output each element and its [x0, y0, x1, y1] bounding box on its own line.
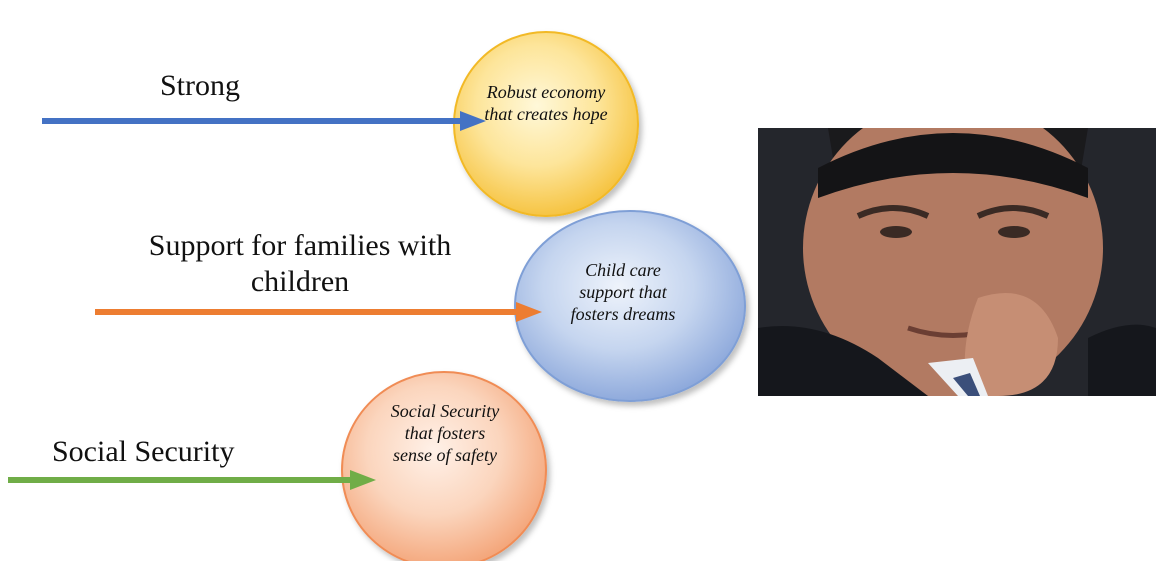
portrait-photo	[758, 128, 1156, 396]
childcare-circle	[514, 210, 746, 402]
families-label: Support for families with children	[148, 229, 452, 298]
economy-circle-text: Robust economy that creates hope	[484, 82, 608, 124]
social-arrow-head	[350, 470, 376, 490]
portrait-illustration	[758, 128, 1156, 396]
social-security-label: Social Security	[52, 435, 235, 468]
social-circle-text: Social Security that fosters sense of sa…	[390, 401, 500, 465]
strong-arrow-head	[460, 111, 486, 131]
childcare-circle-text: Child care support that fosters dreams	[570, 260, 676, 324]
families-arrow-head	[516, 302, 542, 322]
social-circle	[341, 371, 547, 561]
strong-label: Strong	[160, 69, 241, 102]
